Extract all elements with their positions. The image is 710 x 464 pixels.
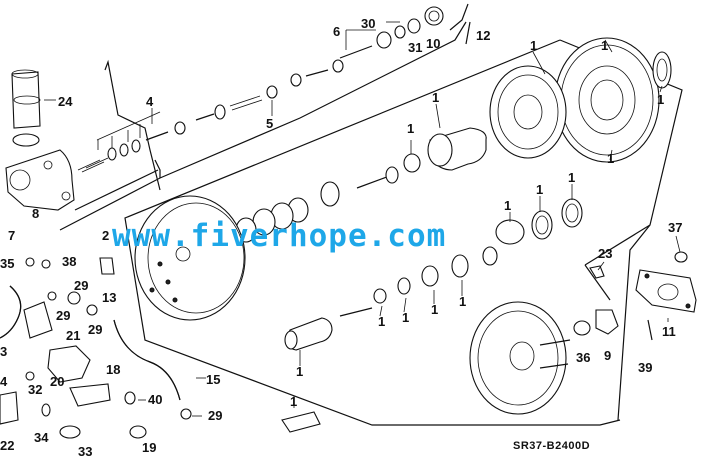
- label-4: 4: [0, 374, 8, 389]
- leader-lines: [44, 21, 681, 417]
- label-24: 24: [58, 94, 73, 109]
- operating-rod: [284, 307, 373, 351]
- valve-body: [427, 127, 487, 171]
- label-6: 6: [333, 24, 340, 39]
- label-36: 36: [576, 350, 590, 365]
- valve-parts: [373, 246, 498, 304]
- label-7: 7: [8, 228, 15, 243]
- label-34: 34: [34, 430, 49, 445]
- label-1: 1: [657, 92, 664, 107]
- drawing-code: SR37-B2400D: [513, 440, 590, 452]
- booster-rear-shell: [469, 301, 571, 415]
- label-29: 29: [88, 322, 102, 337]
- label-13: 13: [102, 290, 116, 305]
- label-8: 8: [32, 206, 39, 221]
- callout-labels: 1 1 1 1 1 1 1 1 1 1 1 1 1 1 1 2 4 5 6 7 …: [0, 16, 682, 459]
- label-2: 2: [102, 228, 109, 243]
- label-40: 40: [148, 392, 162, 407]
- mount-parts: [573, 251, 697, 341]
- label-1: 1: [607, 151, 614, 166]
- label-38: 38: [62, 254, 76, 269]
- label-21: 21: [66, 328, 80, 343]
- label-5: 5: [266, 116, 273, 131]
- label-4: 4: [146, 94, 154, 109]
- booster-front-shell: [554, 37, 672, 163]
- label-1: 1: [530, 38, 537, 53]
- label-1: 1: [378, 314, 385, 329]
- label-1: 1: [432, 90, 439, 105]
- label-1: 1: [431, 302, 438, 317]
- label-22: 22: [0, 438, 14, 453]
- label-1: 1: [290, 394, 297, 409]
- label-19: 19: [142, 440, 156, 455]
- label-33: 33: [78, 444, 92, 459]
- label-29: 29: [74, 278, 88, 293]
- label-1: 1: [459, 294, 466, 309]
- label-1: 1: [407, 121, 414, 136]
- label-1: 1: [568, 170, 575, 185]
- label-31: 31: [408, 40, 422, 55]
- label-39: 39: [638, 360, 652, 375]
- diaphragm-plate: [489, 65, 567, 159]
- spring-assemblies: [77, 6, 444, 173]
- booster-main-body: [134, 195, 246, 321]
- seal-rings: [403, 153, 583, 245]
- label-1: 1: [536, 182, 543, 197]
- label-11: 11: [662, 324, 676, 339]
- label-32: 32: [28, 382, 42, 397]
- label-29: 29: [56, 308, 70, 323]
- label-23: 23: [598, 246, 612, 261]
- vacuum-hoses: [0, 257, 321, 439]
- label-1: 1: [601, 38, 608, 53]
- label-30: 30: [361, 16, 375, 31]
- label-20: 20: [50, 374, 64, 389]
- label-37: 37: [668, 220, 682, 235]
- label-35: 35: [0, 256, 14, 271]
- label-12: 12: [476, 28, 490, 43]
- label-1: 1: [296, 364, 303, 379]
- label-9: 9: [604, 348, 611, 363]
- label-3: 3: [0, 344, 7, 359]
- label-10: 10: [426, 36, 440, 51]
- label-1: 1: [402, 310, 409, 325]
- master-cylinder: [5, 69, 75, 211]
- label-29: 29: [208, 408, 222, 423]
- label-15: 15: [206, 372, 220, 387]
- label-18: 18: [106, 362, 120, 377]
- label-1: 1: [504, 198, 511, 213]
- watermark: www.fiverhope.com: [112, 218, 446, 254]
